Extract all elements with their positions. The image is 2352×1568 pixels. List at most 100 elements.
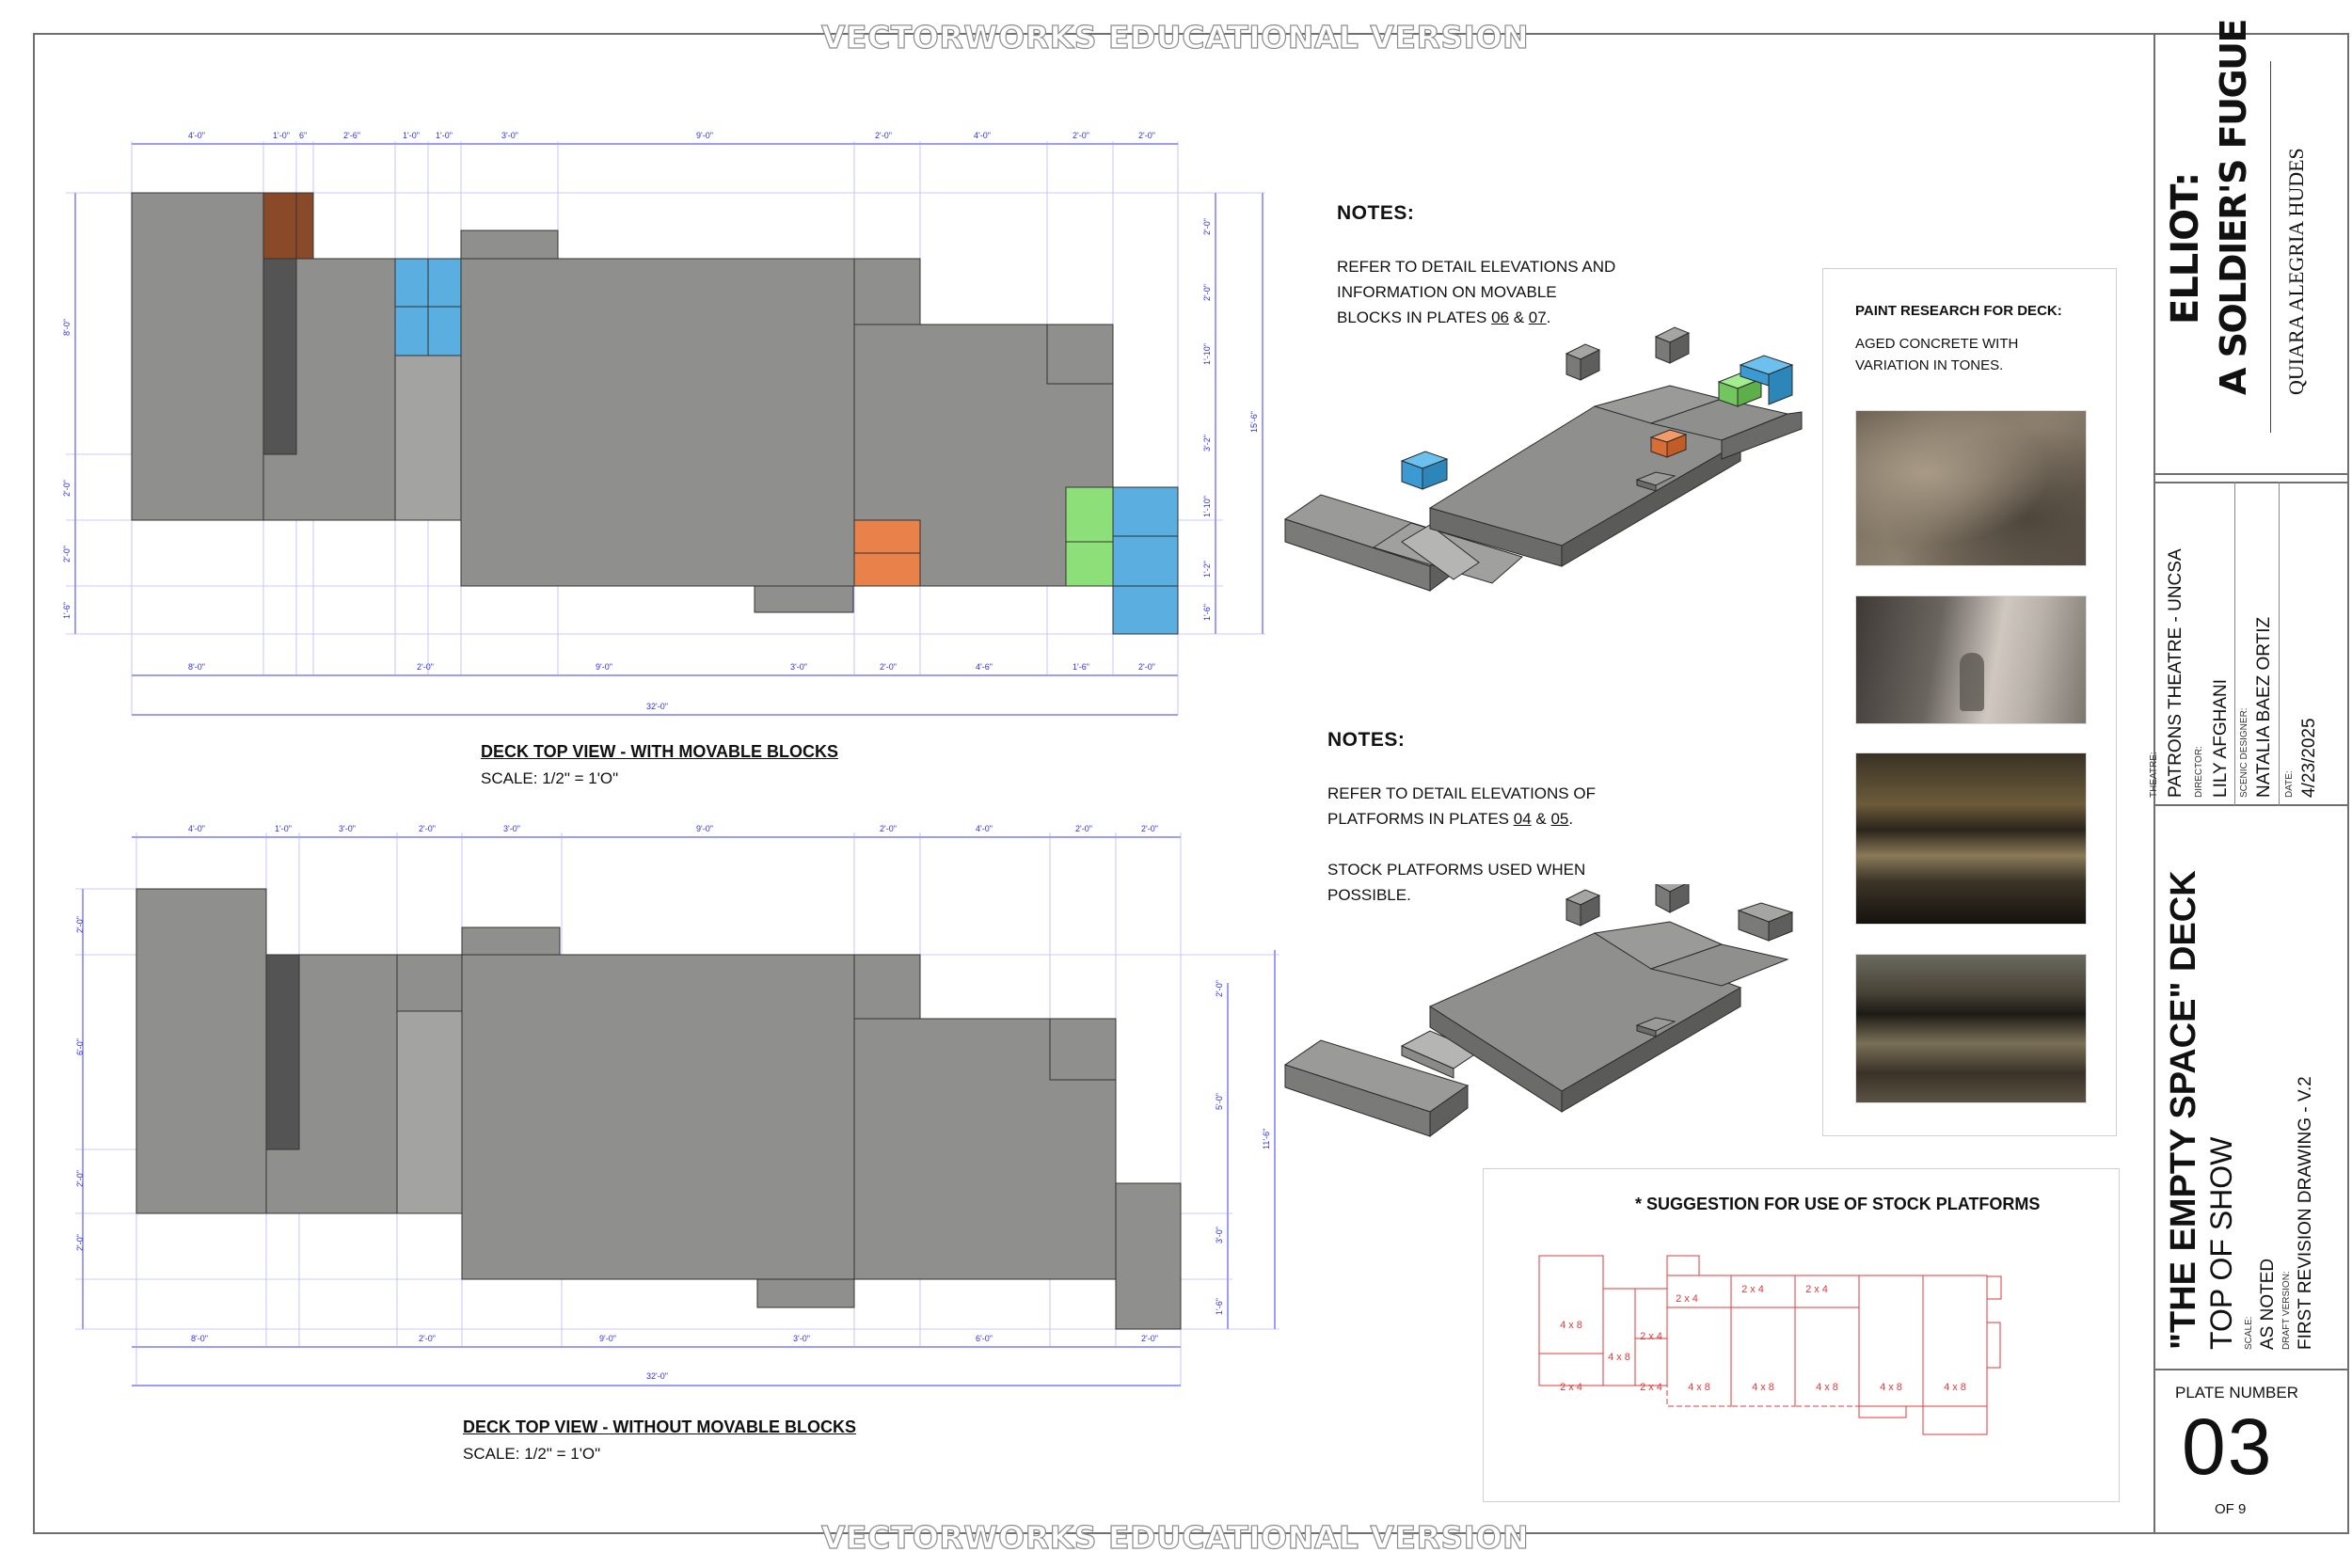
top-plan-dim-top-11: 2'-0" (1073, 131, 1089, 140)
paint-research-panel (1822, 268, 2117, 1136)
theatre-value: PATRONS THEATRE - UNCSA (2166, 548, 2185, 798)
notes-1-line-3: BLOCKS IN PLATES 06 & 07. (1337, 309, 1551, 326)
bottom-plan-dim-top-6: 9'-0" (696, 824, 713, 833)
designer-value: NATALIA BAEZ ORTIZ (2254, 616, 2274, 798)
stock-platform-label-10: 4 x 8 (1752, 1382, 1774, 1393)
stock-platform-label-8: 2 x 4 (1805, 1284, 1828, 1295)
date-label: DATE: (2284, 770, 2295, 798)
notes-2-line-4: POSSIBLE. (1327, 886, 1411, 904)
bottom-plan-dim-top-10: 2'-0" (1141, 824, 1158, 833)
deck-platforms (131, 192, 1114, 613)
bottom-plan-dim-top-8: 4'-0" (976, 824, 993, 833)
date-value: 4/23/2025 (2299, 718, 2319, 798)
drawing-subtitle: TOP OF SHOW (2204, 1136, 2238, 1350)
plate-number-box (2153, 1369, 2349, 1534)
top-plan-dim-right-1: 2'-0" (1202, 218, 1212, 235)
bottom-plan-dim-top-3: 3'-0" (339, 824, 356, 833)
bottom-plan-dim-right-3: 3'-0" (1215, 1227, 1224, 1243)
view-title-with-blocks: DECK TOP VIEW - WITH MOVABLE BLOCKS (481, 742, 839, 761)
director-value: LILY AFGHANI (2211, 678, 2231, 798)
paint-research-line-1: AGED CONCRETE WITH (1855, 336, 2019, 352)
title-block-show-box (2153, 33, 2349, 475)
dimension-lines (74, 143, 1263, 716)
shadow-wall-image (1855, 595, 2087, 724)
burnt-ruins-image-1 (1855, 752, 2087, 925)
bottom-plan-dim-top-9: 2'-0" (1075, 824, 1092, 833)
bottom-plan-dim-right-2: 5'-0" (1215, 1093, 1224, 1110)
top-plan-dim-top-2: 1'-0" (273, 131, 290, 140)
designer-label: SCENIC DESIGNER: (2239, 707, 2249, 798)
stock-platform-label-11: 4 x 8 (1816, 1382, 1838, 1393)
top-plan-dim-bottom-4: 3'-0" (790, 662, 807, 672)
bottom-plan-dim-top-5: 3'-0" (503, 824, 520, 833)
top-plan-dim-top-8: 9'-0" (696, 131, 713, 140)
watermark-bottom: VECTORWORKS EDUCATIONAL VERSION (820, 1518, 1530, 1556)
notes-1-line-1: REFER TO DETAIL ELEVATIONS AND (1337, 258, 1616, 276)
stock-platform-label-1: 4 x 8 (1560, 1320, 1582, 1331)
plate-ref-05[interactable]: 05 (1550, 810, 1569, 828)
movable-blocks (262, 192, 1179, 635)
top-plan-dim-top-6: 1'-0" (436, 131, 453, 140)
top-plan-dim-bottom-8: 2'-0" (1138, 662, 1155, 672)
title-block-frame (2153, 33, 2349, 1534)
bottom-plan-dim-left-2: 6'-0" (75, 1038, 85, 1055)
bottom-plan-dim-bottom-5: 6'-0" (976, 1334, 993, 1343)
bottom-plan-dim-left-1: 2'-0" (75, 916, 85, 933)
deck-platforms-bottom (135, 888, 1182, 1330)
stock-platform-label-5: 2 x 4 (1640, 1331, 1662, 1342)
top-plan-dim-left-3: 2'-0" (62, 546, 72, 562)
top-plan-dim-top-3: 6" (299, 131, 308, 140)
top-plan-dim-right-5: 1'-10" (1202, 496, 1212, 517)
top-plan-dim-bottom-2: 2'-0" (417, 662, 434, 672)
stock-platform-label-9: 4 x 8 (1688, 1382, 1710, 1393)
top-plan-dim-top-12: 2'-0" (1138, 131, 1155, 140)
plate-ref-07[interactable]: 07 (1528, 309, 1547, 326)
view-title-without-blocks: DECK TOP VIEW - WITHOUT MOVABLE BLOCKS (463, 1418, 856, 1436)
top-plan-dim-top-5: 1'-0" (403, 131, 420, 140)
top-plan-dim-bottom-3: 9'-0" (596, 662, 612, 672)
stock-platform-label-13: 4 x 8 (1944, 1382, 1966, 1393)
bottom-plan-dim-top-7: 2'-0" (880, 824, 897, 833)
bottom-plan-dim-overall-bottom-1: 32'-0" (646, 1371, 668, 1381)
top-plan-dim-bottom-7: 1'-6" (1073, 662, 1089, 672)
notes-body-2: REFER TO DETAIL ELEVATIONS OF PLATFORMS … (1327, 781, 1596, 908)
bottom-plan-dim-overall-right-1: 11'-6" (1262, 1128, 1271, 1149)
top-plan-dim-top-10: 4'-0" (974, 131, 991, 140)
bottom-plan-dim-bottom-2: 2'-0" (419, 1334, 436, 1343)
stock-platform-label-2: 2 x 4 (1560, 1382, 1582, 1393)
top-plan-dim-left-2: 2'-0" (62, 480, 72, 497)
view-scale-with-blocks: SCALE: 1/2" = 1'O" (481, 769, 619, 787)
top-plan-dim-overall-right-1: 15'-6" (1249, 411, 1259, 433)
notes-2-line-2: PLATFORMS IN PLATES 04 & 05. (1327, 810, 1574, 828)
paint-research-heading: PAINT RESEARCH FOR DECK: (1855, 303, 2062, 319)
notes-1-line-2: INFORMATION ON MOVABLE (1337, 283, 1557, 301)
top-plan-dim-bottom-6: 4'-6" (976, 662, 993, 672)
top-plan-dim-bottom-5: 2'-0" (880, 662, 897, 672)
stock-platform-panel (1483, 1168, 2120, 1502)
plate-number: 03 (2182, 1402, 2274, 1491)
plate-ref-06[interactable]: 06 (1491, 309, 1509, 326)
bottom-plan-dim-top-2: 1'-0" (275, 824, 292, 833)
plan-view-with-blocks (66, 141, 1265, 716)
stock-platform-label-6: 2 x 4 (1640, 1382, 1662, 1393)
version-label: DRAFT VERSION: (2281, 1271, 2292, 1350)
paint-research-line-2: VARIATION IN TONES. (1855, 357, 2004, 373)
top-plan-dim-right-7: 1'-6" (1202, 604, 1212, 621)
bottom-plan-dim-left-4: 2'-0" (75, 1234, 85, 1251)
burnt-ruins-image-2 (1855, 954, 2087, 1103)
plate-ref-04[interactable]: 04 (1513, 810, 1532, 828)
concrete-texture-image-1 (1855, 410, 2087, 566)
top-plan-dim-bottom-1: 8'-0" (188, 662, 205, 672)
top-plan-dim-left-1: 8'-0" (62, 319, 72, 336)
bottom-plan-dim-top-4: 2'-0" (419, 824, 436, 833)
bottom-plan-dim-bottom-4: 3'-0" (793, 1334, 810, 1343)
view-scale-without-blocks: SCALE: 1/2" = 1'O" (463, 1445, 601, 1463)
notes-body-1: REFER TO DETAIL ELEVATIONS AND INFORMATI… (1337, 254, 1615, 330)
isometric-view-without-blocks (1283, 884, 1794, 1137)
top-plan-dim-right-6: 1'-2" (1202, 561, 1212, 578)
show-title-line-1: ELLIOT: (2164, 172, 2207, 325)
top-plan-dim-overall-bottom-1: 32'-0" (646, 702, 668, 711)
version-value: FIRST REVISION DRAWING - V.2 (2296, 1076, 2315, 1350)
